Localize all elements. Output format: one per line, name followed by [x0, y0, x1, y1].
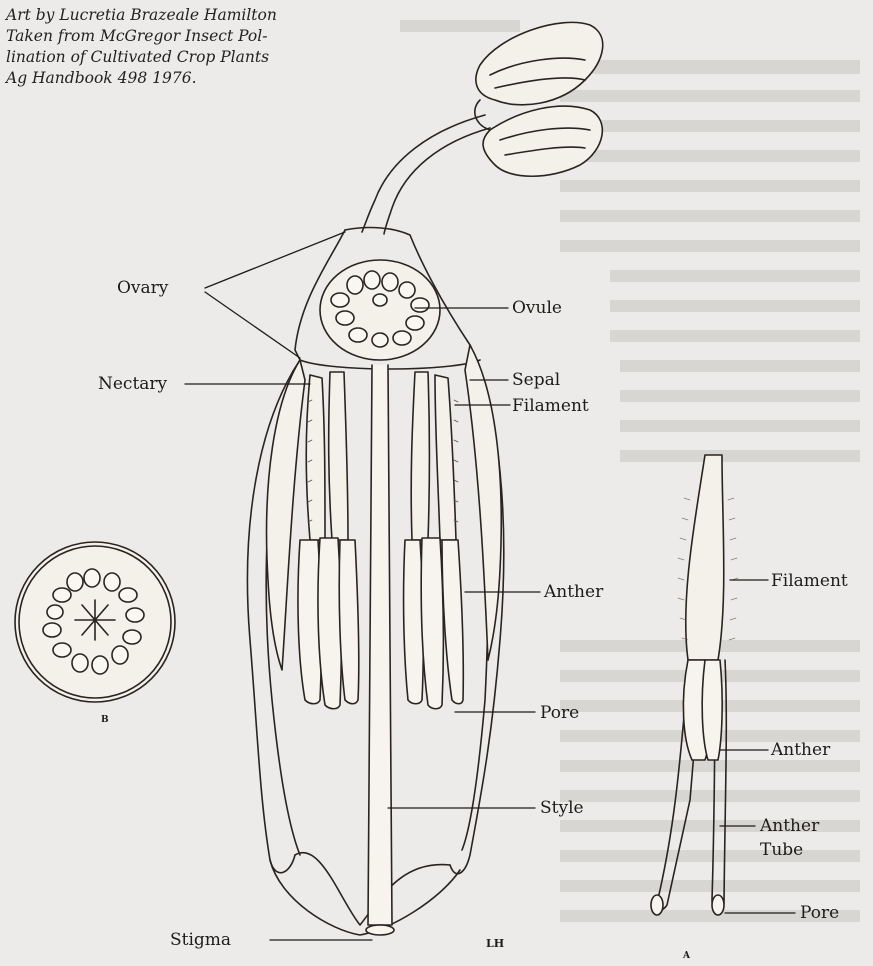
label-ovule: Ovule [512, 298, 562, 318]
label-anther-tube-2: Tube [760, 840, 803, 860]
label-filament-a: Filament [771, 571, 848, 591]
label-filament: Filament [512, 396, 589, 416]
label-figure-a: A [683, 946, 690, 966]
label-anther-a: Anther [771, 740, 830, 760]
label-sepal: Sepal [512, 370, 560, 390]
figure-b-cross-section [15, 542, 175, 702]
leader-ovary-bottom [205, 292, 300, 358]
label-ovary: Ovary [117, 278, 168, 298]
pedicel [362, 115, 485, 232]
artist-monogram: LH [486, 934, 504, 954]
label-pore: Pore [540, 703, 579, 723]
sepal-right [465, 345, 501, 660]
label-anther-tube-1: Anther [760, 816, 819, 836]
label-stigma: Stigma [170, 930, 231, 950]
label-anther: Anther [544, 582, 603, 602]
style [368, 365, 392, 925]
label-figure-b: B [101, 710, 109, 730]
label-pore-a: Pore [800, 903, 839, 923]
leader-ovary-top [205, 232, 345, 288]
label-style: Style [540, 798, 584, 818]
figure-a-stamen [651, 455, 726, 915]
label-nectary: Nectary [98, 374, 167, 394]
flower-bud [475, 22, 603, 176]
stigma-tip [366, 925, 394, 935]
